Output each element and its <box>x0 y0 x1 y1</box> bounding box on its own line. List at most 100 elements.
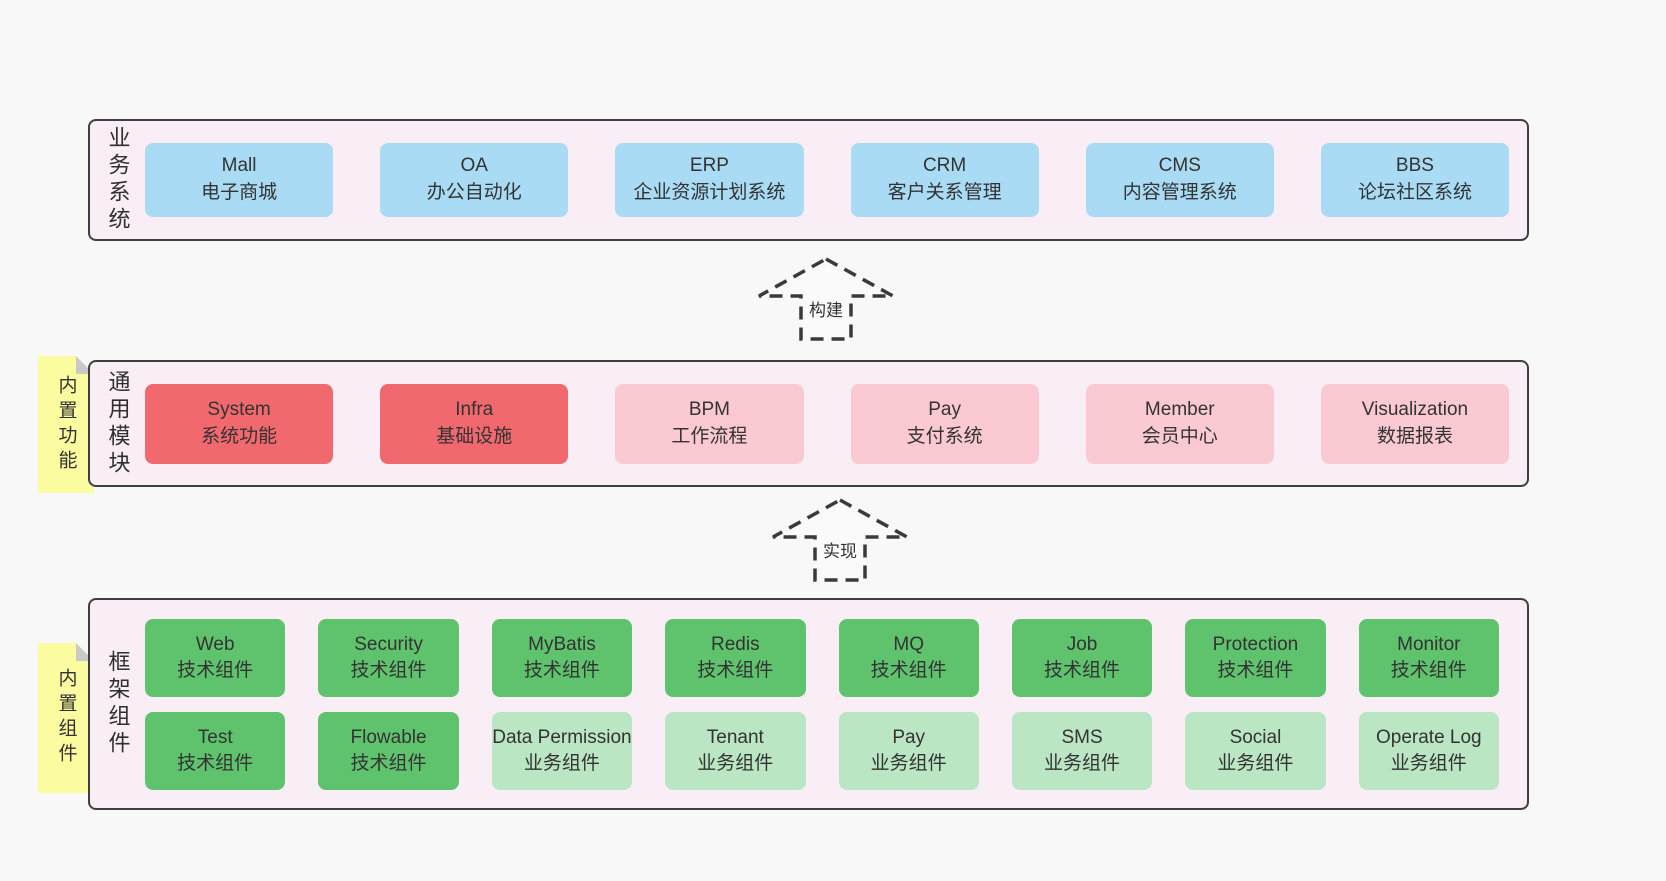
box-name: Visualization <box>1361 398 1469 420</box>
box-flowable: Flowable 技术组件 <box>318 711 459 790</box>
build-arrow: 构建 <box>756 256 896 342</box>
box-desc: 技术组件 <box>1217 659 1294 681</box>
box-tenant: Tenant 业务组件 <box>665 711 806 790</box>
box-desc: 论坛社区系统 <box>1357 182 1472 203</box>
framework-components-panel: 框架组件 Web 技术组件 Security 技术组件 MyBatis 技术组件… <box>88 598 1529 810</box>
implement-arrow-label: 实现 <box>820 537 860 562</box>
box-oa: OA 办公自动化 <box>380 143 569 217</box>
framework-grid: Web 技术组件 Security 技术组件 MyBatis 技术组件 Redi… <box>145 618 1527 790</box>
box-desc: 会员中心 <box>1141 425 1218 447</box>
box-security: Security 技术组件 <box>318 618 459 697</box>
box-infra: Infra 基础设施 <box>380 383 569 464</box>
box-name: Test <box>197 727 233 749</box>
box-desc: 数据报表 <box>1376 425 1453 447</box>
box-name: OA <box>460 155 488 177</box>
box-name: Job <box>1066 634 1098 656</box>
box-pay-system: Pay 支付系统 <box>850 383 1039 464</box>
box-web: Web 技术组件 <box>145 618 286 697</box>
box-data-permission: Data Permission 业务组件 <box>491 711 633 790</box>
panel-label-business: 业务系统 <box>105 126 131 234</box>
box-desc: 业务组件 <box>870 752 947 774</box>
box-name: Data Permission <box>492 727 632 749</box>
box-name: Flowable <box>350 727 427 749</box>
box-monitor: Monitor 技术组件 <box>1358 618 1499 697</box>
common-modules-panel: 通用模块 System 系统功能 Infra 基础设施 BPM 工作流程 Pay… <box>88 360 1529 487</box>
box-crm: CRM 客户关系管理 <box>850 143 1039 217</box>
box-cms: CMS 内容管理系统 <box>1085 143 1274 217</box>
box-name: Security <box>354 634 423 656</box>
box-name: Web <box>195 634 235 656</box>
box-name: Redis <box>711 634 760 656</box>
box-name: Pay <box>892 727 926 749</box>
box-name: Infra <box>455 398 494 420</box>
box-name: MQ <box>893 634 924 656</box>
box-name: MyBatis <box>528 634 596 656</box>
panel-label-framework: 框架组件 <box>105 650 131 758</box>
box-name: Protection <box>1212 634 1299 656</box>
box-desc: 系统功能 <box>201 425 278 447</box>
box-name: System <box>207 398 271 420</box>
box-name: Operate Log <box>1375 727 1482 749</box>
box-desc: 技术组件 <box>350 752 427 774</box>
sticky-note-built-in-components: 内置组件 <box>38 643 94 793</box>
box-name: CRM <box>922 155 967 177</box>
box-desc: 技术组件 <box>1390 659 1467 681</box>
panel-label-modules: 通用模块 <box>105 369 131 478</box>
box-name: Member <box>1144 398 1215 420</box>
box-name: SMS <box>1061 727 1103 749</box>
sticky-note-label: 内置功能 <box>55 374 77 475</box>
box-mybatis: MyBatis 技术组件 <box>491 618 633 697</box>
box-desc: 业务组件 <box>697 752 774 774</box>
box-redis: Redis 技术组件 <box>665 618 806 697</box>
box-desc: 技术组件 <box>177 659 254 681</box>
box-system: System 系统功能 <box>145 383 334 464</box>
box-job: Job 技术组件 <box>1011 618 1153 697</box>
box-desc: 技术组件 <box>177 752 254 774</box>
box-member: Member 会员中心 <box>1085 383 1274 464</box>
modules-box-row: System 系统功能 Infra 基础设施 BPM 工作流程 Pay 支付系统… <box>145 383 1527 464</box>
box-sms: SMS 业务组件 <box>1011 711 1153 790</box>
sticky-note-label: 内置组件 <box>55 668 77 768</box>
box-desc: 业务组件 <box>523 752 600 774</box>
box-desc: 技术组件 <box>1044 659 1121 681</box>
implement-arrow: 实现 <box>770 497 910 583</box>
box-desc: 基础设施 <box>436 425 513 447</box>
box-desc: 业务组件 <box>1390 752 1467 774</box>
box-desc: 技术组件 <box>870 659 947 681</box>
box-bpm: BPM 工作流程 <box>615 383 804 464</box>
box-desc: 客户关系管理 <box>887 182 1002 203</box>
box-operate-log: Operate Log 业务组件 <box>1358 711 1499 790</box>
box-mq: MQ 技术组件 <box>838 618 979 697</box>
box-name: BBS <box>1395 155 1434 177</box>
framework-row-2: Test 技术组件 Flowable 技术组件 Data Permission … <box>145 711 1499 790</box>
box-desc: 业务组件 <box>1044 752 1121 774</box>
framework-row-1: Web 技术组件 Security 技术组件 MyBatis 技术组件 Redi… <box>145 618 1499 697</box>
box-name: Monitor <box>1397 634 1461 656</box>
box-desc: 技术组件 <box>697 659 774 681</box>
box-test: Test 技术组件 <box>145 711 286 790</box>
box-visualization: Visualization 数据报表 <box>1320 383 1510 464</box>
box-erp: ERP 企业资源计划系统 <box>615 143 804 217</box>
box-bbs: BBS 论坛社区系统 <box>1320 143 1510 217</box>
box-desc: 技术组件 <box>350 659 427 681</box>
box-desc: 办公自动化 <box>426 182 522 203</box>
box-protection: Protection 技术组件 <box>1185 618 1326 697</box>
box-desc: 企业资源计划系统 <box>633 182 786 203</box>
box-name: Social <box>1229 727 1282 749</box>
build-arrow-label: 构建 <box>806 296 846 321</box>
box-mall: Mall 电子商城 <box>145 143 334 217</box>
box-pay-component: Pay 业务组件 <box>838 711 979 790</box>
box-name: BPM <box>688 398 731 420</box>
box-desc: 业务组件 <box>1217 752 1294 774</box>
box-name: Mall <box>221 155 257 177</box>
box-desc: 工作流程 <box>671 425 748 447</box>
business-box-row: Mall 电子商城 OA 办公自动化 ERP 企业资源计划系统 CRM 客户关系… <box>145 143 1527 217</box>
business-systems-panel: 业务系统 Mall 电子商城 OA 办公自动化 ERP 企业资源计划系统 CRM… <box>88 119 1529 241</box>
box-desc: 技术组件 <box>523 659 600 681</box>
box-desc: 支付系统 <box>906 425 983 447</box>
sticky-note-built-in-functions: 内置功能 <box>38 356 94 493</box>
box-name: Tenant <box>706 727 764 749</box>
box-name: CMS <box>1158 155 1201 177</box>
box-social: Social 业务组件 <box>1185 711 1326 790</box>
